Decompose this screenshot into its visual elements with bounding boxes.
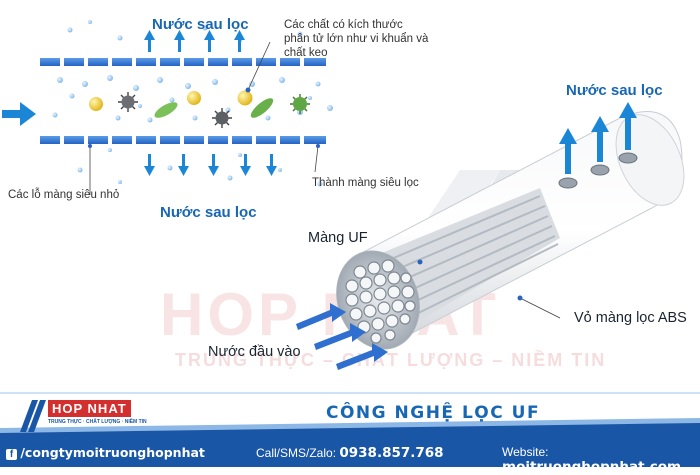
contact-block: Call/SMS/Zalo: 0938.857.768	[256, 445, 444, 461]
abs-shell-label: Vỏ màng lọc ABS	[574, 310, 687, 326]
bacteria-icon	[118, 92, 310, 128]
brand-logo: HOP NHAT TRUNG THỰC · CHẤT LƯỢNG · NIỀM …	[18, 396, 148, 434]
filtered-down-arrows	[144, 154, 277, 176]
uf-membrane-module	[336, 111, 685, 351]
inlet-water-label: Nước đầu vào	[208, 344, 301, 360]
logo-mark-icon	[20, 400, 46, 432]
uf-membrane-label: Màng UF	[308, 230, 368, 246]
cylinder-outlet-label: Nước sau lọc	[566, 82, 663, 99]
outlet-arrows-icon	[559, 102, 637, 174]
membrane-diagram	[2, 20, 685, 370]
filtered-up-arrows	[144, 30, 245, 52]
page-title: CÔNG NGHỆ LỌC UF	[326, 403, 541, 423]
call-label: Call/SMS/Zalo:	[256, 446, 337, 460]
membrane-wall	[40, 58, 326, 144]
logo-text: HOP NHAT	[48, 400, 131, 417]
colloid-particles	[89, 90, 253, 111]
phone-number[interactable]: 0938.857.768	[339, 445, 444, 461]
cylinder-inlet-arrows-icon	[296, 303, 388, 370]
facebook-handle: /congtymoitruonghopnhat	[20, 445, 205, 460]
top-filtered-label: Nước sau lọc	[152, 16, 249, 33]
pores-label: Các lỗ màng siêu nhỏ	[8, 189, 120, 201]
website-label: Website:	[502, 445, 549, 459]
wall-label: Thành màng siêu lọc	[312, 177, 419, 189]
bottom-filtered-label: Nước sau lọc	[160, 204, 257, 221]
watermark-slogan: TRUNG THỰC – CHẤT LƯỢNG – NIỀM TIN	[175, 350, 607, 370]
logo-slogan: TRUNG THỰC · CHẤT LƯỢNG · NIỀM TIN	[48, 419, 147, 425]
footer-band	[0, 392, 700, 467]
website-link[interactable]: moitruonghopnhat.com	[502, 459, 682, 475]
inlet-arrow-icon	[2, 102, 36, 126]
facebook-block[interactable]: f /congtymoitruonghopnhat	[6, 445, 205, 460]
molecules-label: Các chất có kích thước phân tử lớn như v…	[284, 19, 429, 59]
facebook-icon: f	[6, 449, 17, 460]
website-block: Website: moitruonghopnhat.com	[502, 445, 700, 475]
